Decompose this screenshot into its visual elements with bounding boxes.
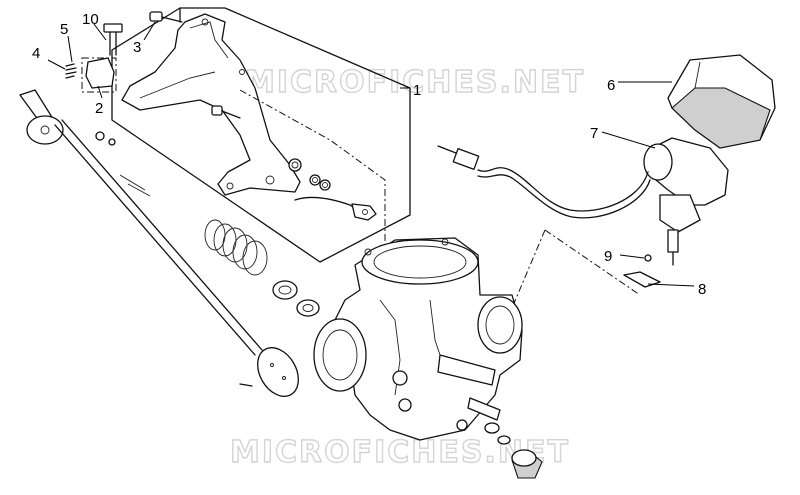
throttle-shaft: [19, 89, 263, 356]
wire-harness: [437, 145, 651, 219]
callout-4: 4: [32, 45, 40, 62]
callout-10: 10: [82, 11, 99, 28]
shaft-washer: [95, 131, 105, 141]
callout-6: 6: [607, 77, 615, 94]
shaft-bushings: [272, 280, 320, 317]
callout-3: 3: [133, 39, 141, 56]
retaining-screw: [644, 254, 652, 262]
return-spring: [204, 219, 268, 276]
spring-clip: [294, 196, 377, 221]
watermark-bottom: MICROFICHES.NET: [230, 435, 570, 470]
adjuster-nut: [81, 57, 117, 93]
watermark-top: MICROFICHES.NET: [245, 65, 585, 100]
bracket-group-outline: [111, 7, 411, 263]
callout-1: 1: [413, 82, 421, 99]
callout-8: 8: [698, 281, 706, 298]
auto-starter-unit: [643, 137, 729, 266]
adjuster-bolt: [103, 23, 123, 56]
small-spring: [65, 63, 77, 79]
callout-leaders: [47, 21, 695, 287]
bracket-bushings: [288, 158, 331, 191]
callout-2: 2: [95, 100, 103, 117]
sensor-cover: [667, 54, 776, 149]
callout-7: 7: [590, 125, 598, 142]
throttle-body: [313, 237, 523, 441]
idle-screw-parts: [484, 422, 543, 479]
callout-5: 5: [60, 21, 68, 38]
callout-9: 9: [604, 248, 612, 265]
throttle-bracket: [121, 13, 301, 196]
throttle-valve-disc: [239, 347, 299, 397]
bracket-screws: [149, 11, 241, 119]
retaining-plate: [623, 271, 661, 288]
